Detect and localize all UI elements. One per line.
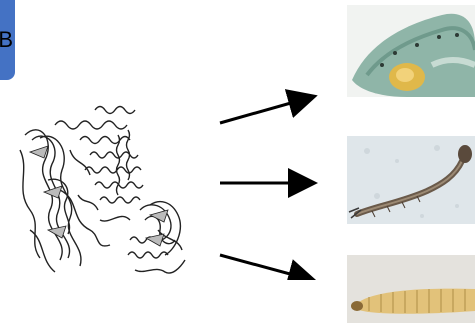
beetle-larva-icon — [347, 255, 475, 323]
protein-structure-icon — [0, 80, 215, 290]
panel-label: B — [0, 27, 13, 52]
mosquito-larva-photo — [347, 136, 475, 224]
arrows-group — [210, 80, 325, 280]
caterpillar-photo — [347, 5, 475, 97]
mosquito-larva-icon — [347, 136, 475, 224]
arrow-to-beetle-larva — [220, 255, 312, 280]
beetle-larva-photo — [347, 255, 475, 323]
caterpillar-icon — [347, 5, 475, 97]
panel-label-badge: B — [0, 0, 15, 80]
arrow-to-caterpillar — [220, 97, 312, 123]
